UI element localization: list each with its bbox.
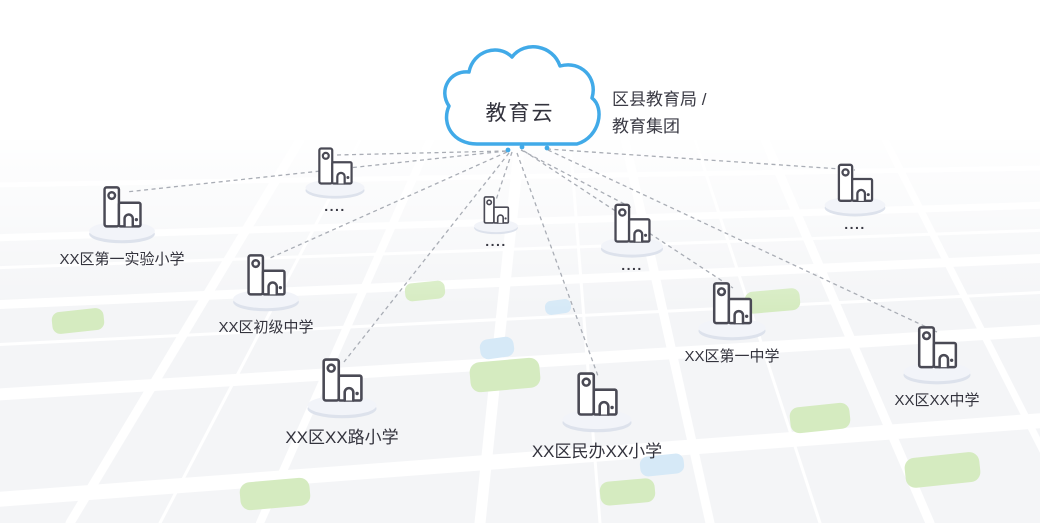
school-label: XX区第一实验小学 (59, 251, 185, 268)
school-label: XX区第一中学 (684, 348, 780, 365)
school-node-xx-middle: XX区XX中学 (852, 320, 1022, 410)
cloud-outline (443, 45, 601, 146)
school-label: XX区XX中学 (894, 392, 980, 409)
school-node-first-middle: XX区第一中学 (647, 276, 817, 366)
school-node-private-primary: XX区民办XX小学 (512, 366, 682, 462)
school-node-xx-road-primary: XX区XX路小学 (257, 352, 427, 448)
school-node-junior-middle: XX区初级中学 (181, 248, 351, 337)
school-node-experimental-primary: XX区第一实验小学 (37, 180, 207, 269)
school-label: XX区民办XX小学 (531, 442, 663, 461)
school-label: XX区XX路小学 (285, 428, 399, 447)
school-label: XX区初级中学 (218, 319, 314, 336)
cloud-title: 教育云 (485, 102, 555, 125)
cloud-icon (443, 45, 601, 146)
bureau-label: 区县教育局 / 教育集团 (612, 90, 707, 136)
